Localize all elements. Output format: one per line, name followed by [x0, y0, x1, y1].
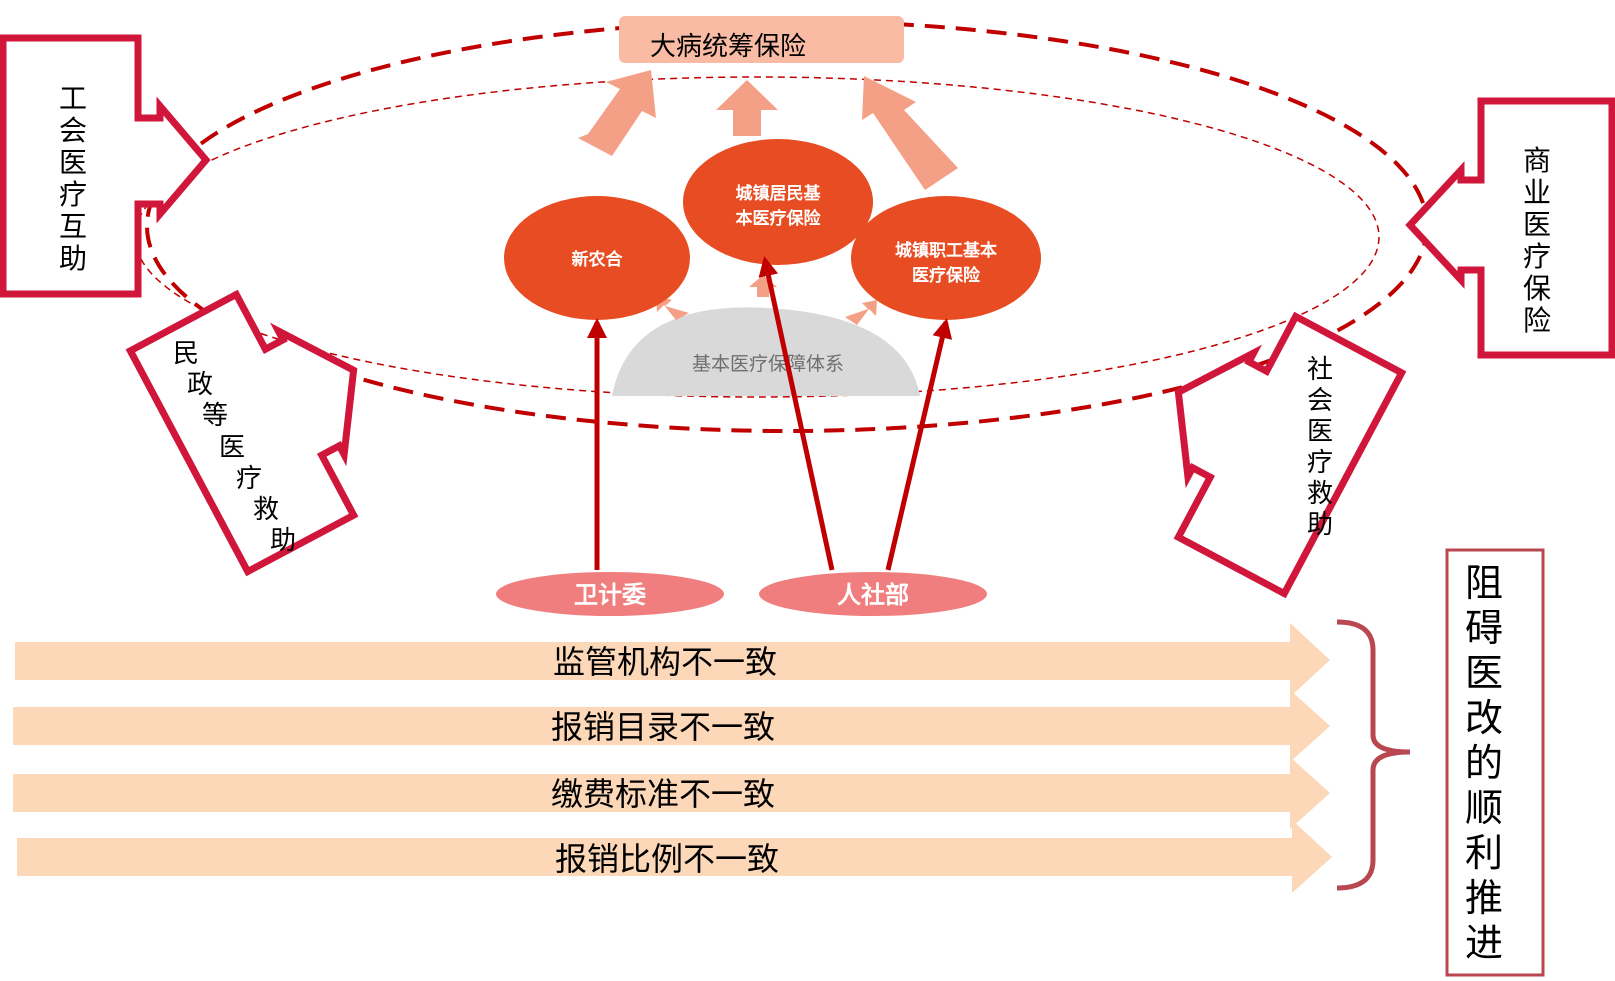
conclusion-label-3: 医 — [1465, 651, 1503, 695]
small-arrow-right — [845, 300, 877, 325]
issue-band-1 — [15, 623, 1330, 697]
top-insurance-box — [619, 16, 904, 63]
circle-urban-worker-label-2: 医疗保险 — [912, 265, 981, 286]
box-civil-label-1: 民 — [173, 339, 199, 369]
box-civil-label-6: 救 — [253, 495, 279, 525]
box-civil-relief-group — [125, 289, 359, 577]
box-civil-label-3: 等 — [202, 401, 228, 431]
box-union-label-6: 助 — [59, 242, 87, 275]
box-civil-relief — [125, 289, 359, 577]
arrow-left-up — [578, 70, 656, 156]
issue-label-4: 报销比例不一致 — [555, 840, 779, 878]
circle-xinnonghe-label: 新农合 — [572, 249, 624, 270]
agency-hrss-label: 人社部 — [837, 581, 909, 609]
box-union-mutual-aid — [0, 34, 211, 298]
box-union-label-4: 疗 — [59, 178, 87, 211]
agency-health — [496, 572, 724, 616]
conclusion-label-4: 改 — [1465, 696, 1503, 740]
conclusion-box — [1445, 548, 1545, 977]
box-social-label-2: 会 — [1307, 386, 1333, 416]
conclusion-label-6: 顺 — [1465, 786, 1503, 830]
arrow-hrss-to-urban-worker — [885, 318, 953, 571]
circle-urban-worker-label-1: 城镇职工基本 — [895, 240, 997, 261]
box-union-label-2: 会 — [59, 114, 87, 147]
box-union-label-1: 工 — [59, 82, 87, 115]
box-social-label-5: 救 — [1307, 479, 1333, 509]
conclusion-label-2: 碍 — [1465, 606, 1503, 650]
box-commercial-insurance — [1405, 97, 1615, 359]
box-social-label-3: 医 — [1307, 417, 1333, 447]
circle-xinnonghe — [504, 196, 690, 320]
small-arrow-left — [656, 296, 689, 320]
base-label: 基本医疗保障体系 — [692, 353, 844, 375]
issue-band-4 — [17, 820, 1332, 893]
box-commercial-label-6: 险 — [1523, 304, 1551, 337]
issue-label-1: 监管机构不一致 — [553, 643, 777, 681]
arrow-hrss-to-urban-resident — [758, 256, 835, 571]
circle-urban-resident-label-2: 本医疗保险 — [736, 208, 822, 229]
circle-urban-resident — [683, 139, 873, 265]
box-commercial-label-2: 业 — [1523, 176, 1551, 209]
conclusion-label-5: 的 — [1465, 741, 1503, 785]
curly-brace — [1336, 619, 1411, 891]
arrow-right-up — [862, 76, 958, 190]
conclusion-label-1: 阻 — [1465, 561, 1503, 605]
base-dome — [612, 307, 920, 396]
box-commercial-label-1: 商 — [1523, 144, 1551, 177]
conclusion-label-7: 利 — [1465, 831, 1503, 875]
issue-band-2 — [13, 690, 1330, 762]
conclusion-label-9: 进 — [1465, 921, 1503, 965]
box-social-label-4: 疗 — [1307, 448, 1333, 478]
box-civil-label-2: 政 — [187, 370, 213, 400]
box-commercial-label-5: 保 — [1523, 272, 1551, 305]
agency-health-label: 卫计委 — [574, 581, 646, 609]
box-commercial-label-4: 疗 — [1523, 240, 1551, 273]
arrow-center-up — [716, 80, 778, 136]
box-civil-label-4: 医 — [219, 433, 245, 463]
box-union-label-3: 医 — [59, 146, 87, 179]
issue-label-2: 报销目录不一致 — [551, 708, 775, 746]
circle-urban-resident-label-1: 城镇居民基 — [736, 183, 822, 204]
box-social-label-1: 社 — [1307, 355, 1333, 385]
box-union-label-5: 互 — [59, 210, 87, 243]
box-commercial-label-3: 医 — [1523, 208, 1551, 241]
box-social-relief-group — [1173, 311, 1407, 599]
circle-urban-worker — [851, 196, 1041, 320]
issue-label-3: 缴费标准不一致 — [551, 775, 775, 813]
box-social-relief — [1173, 311, 1407, 599]
issue-band-3 — [13, 757, 1330, 829]
top-insurance-label: 大病统筹保险 — [650, 32, 806, 62]
small-arrow-center — [749, 275, 777, 297]
box-social-label-6: 助 — [1307, 510, 1333, 540]
box-civil-label-7: 助 — [270, 526, 296, 556]
conclusion-label-8: 推 — [1465, 876, 1503, 920]
box-civil-label-5: 疗 — [236, 464, 262, 494]
agency-hrss — [759, 572, 987, 616]
